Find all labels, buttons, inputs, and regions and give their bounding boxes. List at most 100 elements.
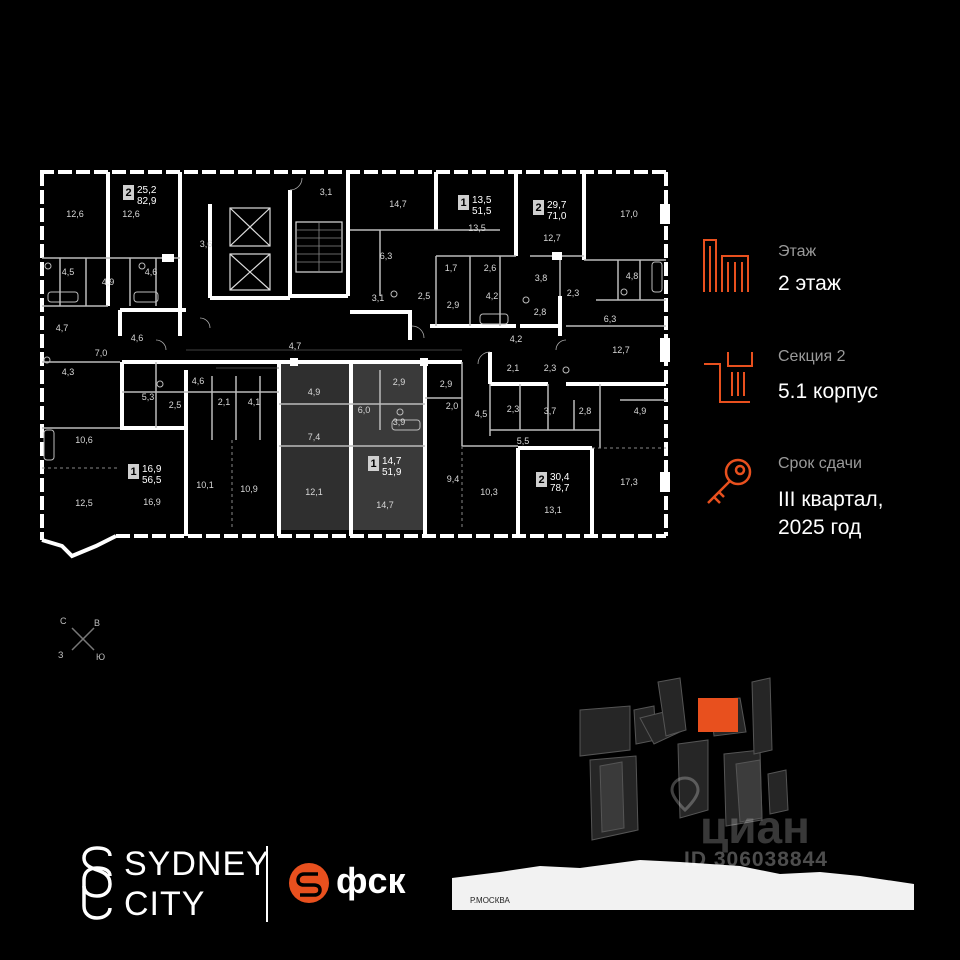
sydney-city-logo-icon bbox=[82, 846, 112, 920]
room-area: 14,7 bbox=[389, 199, 407, 209]
room-area: 3,8 bbox=[534, 273, 548, 283]
living-area: 25,2 bbox=[137, 185, 157, 196]
room-area: 4,7 bbox=[288, 341, 302, 351]
room-area: 4,6 bbox=[144, 267, 158, 277]
apartment-rooms: 1 bbox=[458, 195, 469, 210]
deadline-line1: III квартал, bbox=[778, 488, 884, 511]
site-map bbox=[452, 677, 914, 910]
total-area: 56,5 bbox=[142, 475, 162, 486]
room-area: 3,1 bbox=[319, 187, 333, 197]
room-area: 2,8 bbox=[533, 307, 547, 317]
room-area: 4,9 bbox=[633, 406, 647, 416]
room-area: 4,8 bbox=[625, 271, 639, 281]
brand-city: CITY bbox=[124, 885, 206, 923]
room-area: 14,7 bbox=[376, 500, 394, 510]
room-area: 2,0 bbox=[445, 401, 459, 411]
room-area: 12,7 bbox=[612, 345, 630, 355]
room-area: 7,4 bbox=[307, 432, 321, 442]
apartment-rooms: 1 bbox=[368, 456, 379, 471]
room-area: 3,9 bbox=[392, 417, 406, 427]
room-area: 2,9 bbox=[392, 377, 406, 387]
room-area: 10,9 bbox=[240, 484, 258, 494]
living-area: 14,7 bbox=[382, 456, 402, 467]
compass-cross-icon bbox=[71, 627, 95, 651]
room-area: 17,0 bbox=[620, 209, 638, 219]
room-area: 6,3 bbox=[379, 251, 393, 261]
room-area: 2,3 bbox=[506, 404, 520, 414]
river-label: Р.МОСКВА bbox=[470, 896, 510, 905]
compass-west: З bbox=[58, 650, 64, 660]
room-area: 4,6 bbox=[191, 376, 205, 386]
room-area: 4,1 bbox=[247, 397, 261, 407]
room-area: 12,7 bbox=[543, 233, 561, 243]
brand-sydney: SYDNEY bbox=[124, 845, 270, 883]
room-area: 4,7 bbox=[55, 323, 69, 333]
room-area: 9,4 bbox=[446, 474, 460, 484]
room-area: 2,8 bbox=[578, 406, 592, 416]
room-area: 6,3 bbox=[603, 314, 617, 324]
room-area: 2,3 bbox=[543, 363, 557, 373]
room-area: 4,5 bbox=[61, 267, 75, 277]
compass-south: Ю bbox=[96, 652, 106, 662]
compass-north: С bbox=[60, 616, 67, 626]
compass-east: В bbox=[94, 618, 101, 628]
room-area: 17,3 bbox=[620, 477, 638, 487]
room-area: 4,5 bbox=[474, 409, 488, 419]
room-area: 2,9 bbox=[439, 379, 453, 389]
total-area: 71,0 bbox=[547, 211, 567, 222]
apartment-rooms: 2 bbox=[536, 472, 547, 487]
key-icon bbox=[707, 458, 752, 504]
room-area: 6,0 bbox=[357, 405, 371, 415]
deadline-title: Срок сдачи bbox=[778, 455, 862, 472]
section-title: Секция 2 bbox=[778, 348, 846, 365]
room-area: 3,7 bbox=[543, 406, 557, 416]
room-area: 2,3 bbox=[566, 288, 580, 298]
room-area: 16,9 bbox=[143, 497, 161, 507]
floor-value: 2 этаж bbox=[778, 272, 841, 295]
apartment-rooms: 2 bbox=[123, 185, 134, 200]
room-area: 4,3 bbox=[61, 367, 75, 377]
watermark-id: ID 306038844 bbox=[684, 848, 828, 871]
living-area: 30,4 bbox=[550, 472, 570, 483]
section-icon bbox=[704, 352, 753, 403]
room-area: 4,2 bbox=[485, 291, 499, 301]
logo-divider bbox=[266, 846, 268, 922]
living-area: 13,5 bbox=[472, 195, 492, 206]
room-area: 10,6 bbox=[75, 435, 93, 445]
apartment-rooms: 2 bbox=[533, 200, 544, 215]
total-area: 51,9 bbox=[382, 467, 402, 478]
room-area: 5,3 bbox=[141, 392, 155, 402]
room-area: 1,7 bbox=[444, 263, 458, 273]
room-area: 4,2 bbox=[509, 334, 523, 344]
current-building-highlight bbox=[698, 698, 738, 732]
living-area: 29,7 bbox=[547, 200, 567, 211]
floor-title: Этаж bbox=[778, 243, 817, 260]
room-area: 2,5 bbox=[417, 291, 431, 301]
room-area: 4,6 bbox=[130, 333, 144, 343]
room-area: 12,1 bbox=[305, 487, 323, 497]
watermark-name: циан bbox=[700, 801, 810, 853]
total-area: 82,9 bbox=[137, 196, 157, 207]
living-area: 16,9 bbox=[142, 464, 162, 475]
room-area: 4,9 bbox=[101, 277, 115, 287]
room-area: 2,1 bbox=[506, 363, 520, 373]
brand-fsk: фск bbox=[336, 860, 406, 901]
apartment-rooms: 1 bbox=[128, 464, 139, 479]
room-area: 2,1 bbox=[217, 397, 231, 407]
river-shape bbox=[452, 860, 914, 910]
section-value: 5.1 корпус bbox=[778, 380, 878, 403]
total-area: 78,7 bbox=[550, 483, 570, 494]
room-area: 2,6 bbox=[483, 263, 497, 273]
room-area: 12,6 bbox=[122, 209, 140, 219]
room-area: 12,5 bbox=[75, 498, 93, 508]
room-area: 5,5 bbox=[516, 436, 530, 446]
room-area: 2,9 bbox=[446, 300, 460, 310]
floor-icon bbox=[703, 239, 749, 292]
room-area: 7,0 bbox=[94, 348, 108, 358]
room-area: 4,9 bbox=[307, 387, 321, 397]
